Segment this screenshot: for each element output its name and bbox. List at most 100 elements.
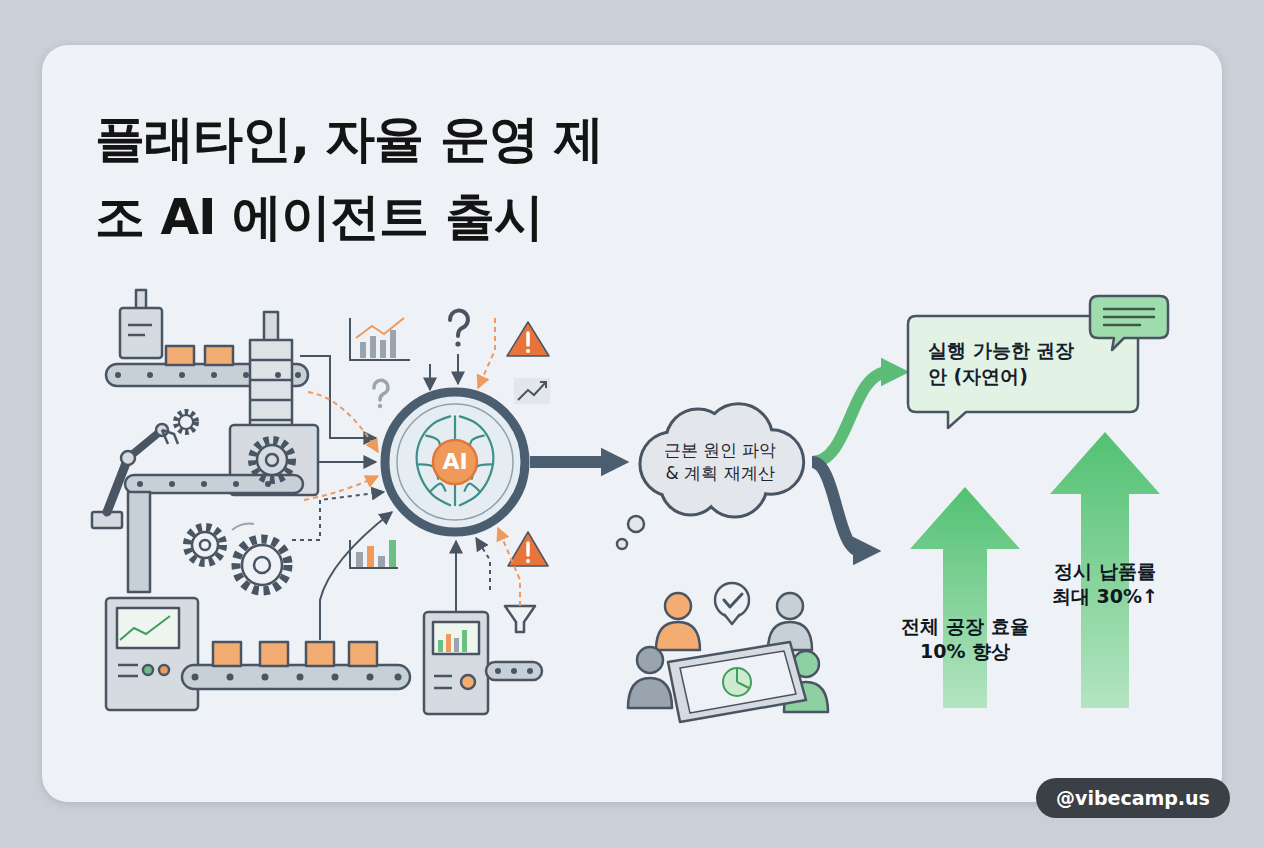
illustration-part xyxy=(356,552,363,567)
metric-arrow: 정시 납품률 최대 30%↑ xyxy=(1025,432,1185,708)
illustration-part xyxy=(306,642,334,666)
thought-cloud: 근본 원인 파악 & 계획 재계산 xyxy=(628,410,812,514)
title: 플래타인, 자율 운영 제조 AI 에이전트 출시 xyxy=(95,100,635,256)
illustration-part xyxy=(724,614,740,624)
illustration-part xyxy=(128,324,152,327)
illustration-part xyxy=(668,642,806,722)
illustration-part xyxy=(205,346,233,365)
illustration-part xyxy=(367,546,374,567)
illustration-part xyxy=(179,415,193,429)
illustration-part xyxy=(628,678,672,708)
illustration-part xyxy=(378,556,385,567)
illustration-part xyxy=(450,311,468,336)
illustration-part xyxy=(724,594,742,607)
brain-line xyxy=(454,484,456,506)
illustration-part xyxy=(457,354,459,384)
node-text: 전체 공장 효율 10% 향상 xyxy=(890,614,1040,665)
illustration-part xyxy=(236,539,288,591)
illustration-part xyxy=(434,687,452,690)
illustration-part xyxy=(159,665,169,675)
illustration-part xyxy=(434,675,452,678)
illustration-part xyxy=(162,430,178,444)
illustration-part xyxy=(454,638,459,652)
illustration-part xyxy=(390,330,396,358)
illustration-part xyxy=(179,372,185,378)
illustration-part xyxy=(242,545,282,585)
illustration-part xyxy=(252,440,292,480)
illustration-part xyxy=(446,634,451,652)
arrowhead xyxy=(879,551,881,552)
illustration-part xyxy=(526,543,530,555)
ai-core-circle: AI xyxy=(380,387,530,537)
illustration-part xyxy=(264,312,278,342)
illustration-part xyxy=(211,372,217,378)
illustration-part xyxy=(455,341,460,346)
illustration-part xyxy=(498,528,520,606)
illustration-part xyxy=(106,598,198,710)
illustration-part xyxy=(1090,296,1168,350)
illustration-part xyxy=(320,512,392,640)
illustration-part xyxy=(367,674,374,681)
factory-machines xyxy=(92,290,542,714)
illustration-part xyxy=(486,662,542,680)
illustration-part xyxy=(518,382,546,400)
illustration-part xyxy=(433,622,479,654)
illustration-part xyxy=(737,668,749,688)
illustration-part xyxy=(176,412,196,432)
illustration-part xyxy=(637,647,663,673)
illustration-part xyxy=(350,318,410,360)
illustration-part xyxy=(118,675,138,678)
illustration-part xyxy=(777,593,803,619)
brain-line xyxy=(465,484,479,491)
illustration-part xyxy=(656,622,700,650)
illustration-part xyxy=(125,475,303,493)
illustration-part xyxy=(295,372,301,378)
illustration-part xyxy=(260,642,288,666)
node-text: 근본 원인 파악 & 계획 재계산 xyxy=(660,439,780,485)
illustration-part xyxy=(424,612,488,714)
illustration-part xyxy=(192,674,199,681)
illustration-part xyxy=(433,440,477,484)
illustration-part xyxy=(232,524,254,530)
watermark: @vibecamp.us xyxy=(1036,778,1230,818)
illustration-part xyxy=(370,336,376,358)
illustration-part xyxy=(508,532,548,566)
illustration-part xyxy=(389,540,396,567)
illustration-part xyxy=(300,356,376,438)
illustration-part xyxy=(262,674,269,681)
illustration-part xyxy=(128,492,150,592)
illustration-part xyxy=(250,379,292,382)
speech-bubble: 실행 가능한 권장안 (자연어) xyxy=(908,316,1138,428)
illustration-part xyxy=(120,616,170,640)
cloud-outline xyxy=(628,410,812,514)
illustration-part xyxy=(628,516,644,532)
illustration-part xyxy=(395,674,402,681)
connector-arrow xyxy=(812,372,889,462)
illustration-part xyxy=(200,540,210,550)
illustration-part xyxy=(507,322,549,356)
illustration-part xyxy=(201,481,207,487)
illustration-part xyxy=(1104,316,1154,319)
illustration-part xyxy=(275,372,281,378)
arrowhead xyxy=(627,462,629,463)
illustration-part xyxy=(417,416,494,505)
illustration-part xyxy=(233,481,239,487)
illustration-part xyxy=(147,372,153,378)
team-with-tablet xyxy=(628,583,828,722)
illustration-part xyxy=(438,640,443,652)
illustration-part xyxy=(292,492,384,540)
illustration-part xyxy=(227,674,234,681)
illustration-part xyxy=(349,642,377,666)
illustration-part xyxy=(356,318,404,338)
illustration-part xyxy=(121,451,135,465)
illustration-part xyxy=(360,342,366,358)
illustration-part xyxy=(462,630,467,652)
illustration-part xyxy=(723,668,751,696)
illustration-part xyxy=(514,378,550,404)
illustration-part xyxy=(250,399,292,402)
illustration-part xyxy=(308,392,378,452)
illustration-part xyxy=(266,454,278,466)
illustration-part xyxy=(187,527,223,563)
illustration-part xyxy=(380,340,386,358)
